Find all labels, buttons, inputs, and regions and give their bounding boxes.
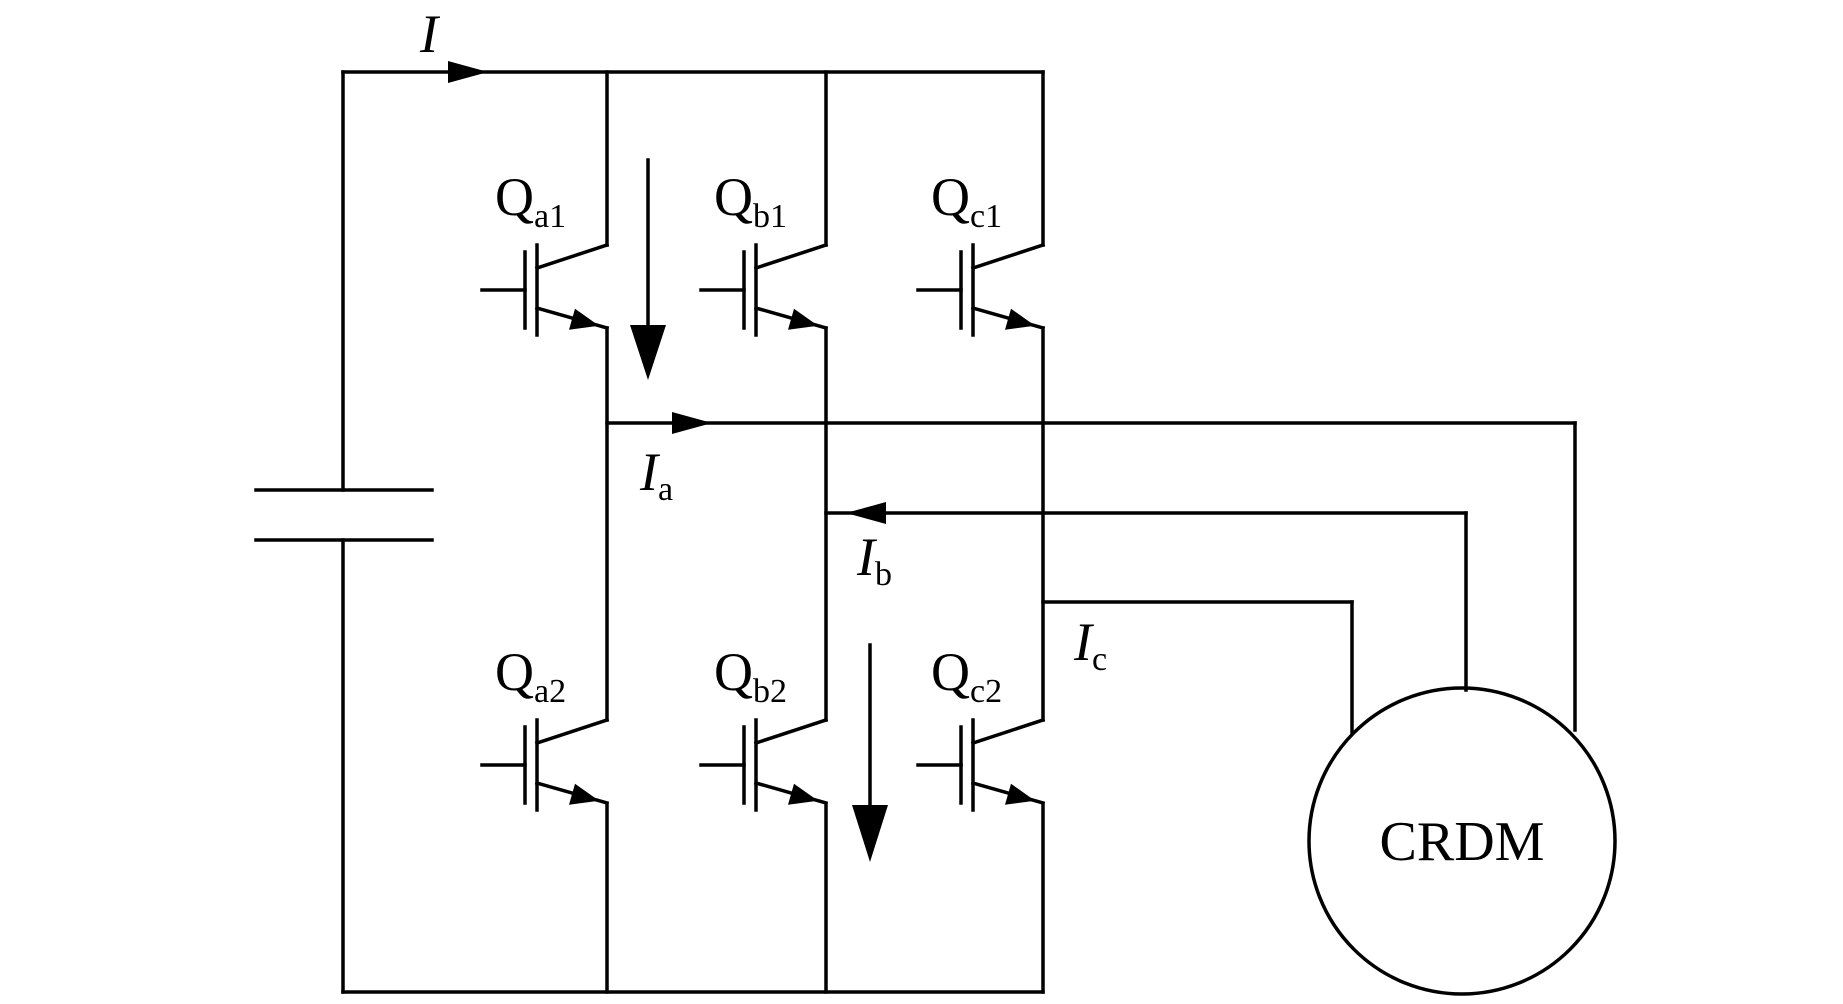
transistor-label-qc2: Qc2 (931, 642, 1002, 710)
transistor-label-main: Q (931, 642, 970, 702)
transistor-label-subscript: b1 (753, 198, 787, 235)
transistor-label-main: Q (931, 167, 970, 227)
capacitor (254, 488, 434, 542)
current-a-symbol: I (639, 442, 661, 502)
transistor-qa1: Qa1 (480, 167, 610, 337)
transistor-label-qb1: Qb1 (714, 167, 787, 235)
transistor-qc2: Qc2 (916, 642, 1046, 812)
transistor-label-subscript: b2 (753, 673, 787, 710)
transistor-label-subscript: c2 (970, 673, 1002, 710)
current-label-total: I (419, 4, 441, 64)
transistor-label-qb2: Qb2 (714, 642, 787, 710)
current-c-symbol: I (1073, 612, 1095, 672)
current-label-b: Ib (856, 527, 892, 593)
current-arrow-b (846, 502, 886, 524)
transistor-qc1: Qc1 (916, 167, 1046, 337)
crdm-motor: CRDM (1307, 686, 1617, 996)
current-b-subscript: b (875, 556, 892, 593)
current-c-subscript: c (1092, 641, 1107, 678)
current-arrow-a (672, 412, 712, 434)
current-arrow-total (448, 61, 488, 83)
flow-arrow-down-b (852, 643, 888, 862)
transistor-label-qc1: Qc1 (931, 167, 1002, 235)
transistor-qb2: Qb2 (699, 642, 829, 812)
output-line-b (824, 511, 1468, 692)
motor-label: CRDM (1380, 811, 1545, 873)
transistor-label-subscript: c1 (970, 198, 1002, 235)
transistor-label-main: Q (714, 167, 753, 227)
output-line-c (1041, 600, 1354, 734)
transistor-label-qa2: Qa2 (495, 642, 566, 710)
output-line-a (605, 421, 1577, 732)
current-b-symbol: I (856, 527, 878, 587)
current-label-a: Ia (639, 442, 673, 508)
transistor-label-main: Q (495, 642, 534, 702)
transistor-qb1: Qb1 (699, 167, 829, 337)
transistor-label-main: Q (495, 167, 534, 227)
transistor-label-qa1: Qa1 (495, 167, 566, 235)
transistor-label-subscript: a1 (534, 198, 566, 235)
transistor-qa2: Qa2 (480, 642, 610, 812)
flow-arrow-down-a (630, 158, 666, 380)
current-a-subscript: a (658, 471, 673, 508)
current-label-c: Ic (1073, 612, 1107, 678)
transistor-label-subscript: a2 (534, 673, 566, 710)
transistor-label-main: Q (714, 642, 753, 702)
